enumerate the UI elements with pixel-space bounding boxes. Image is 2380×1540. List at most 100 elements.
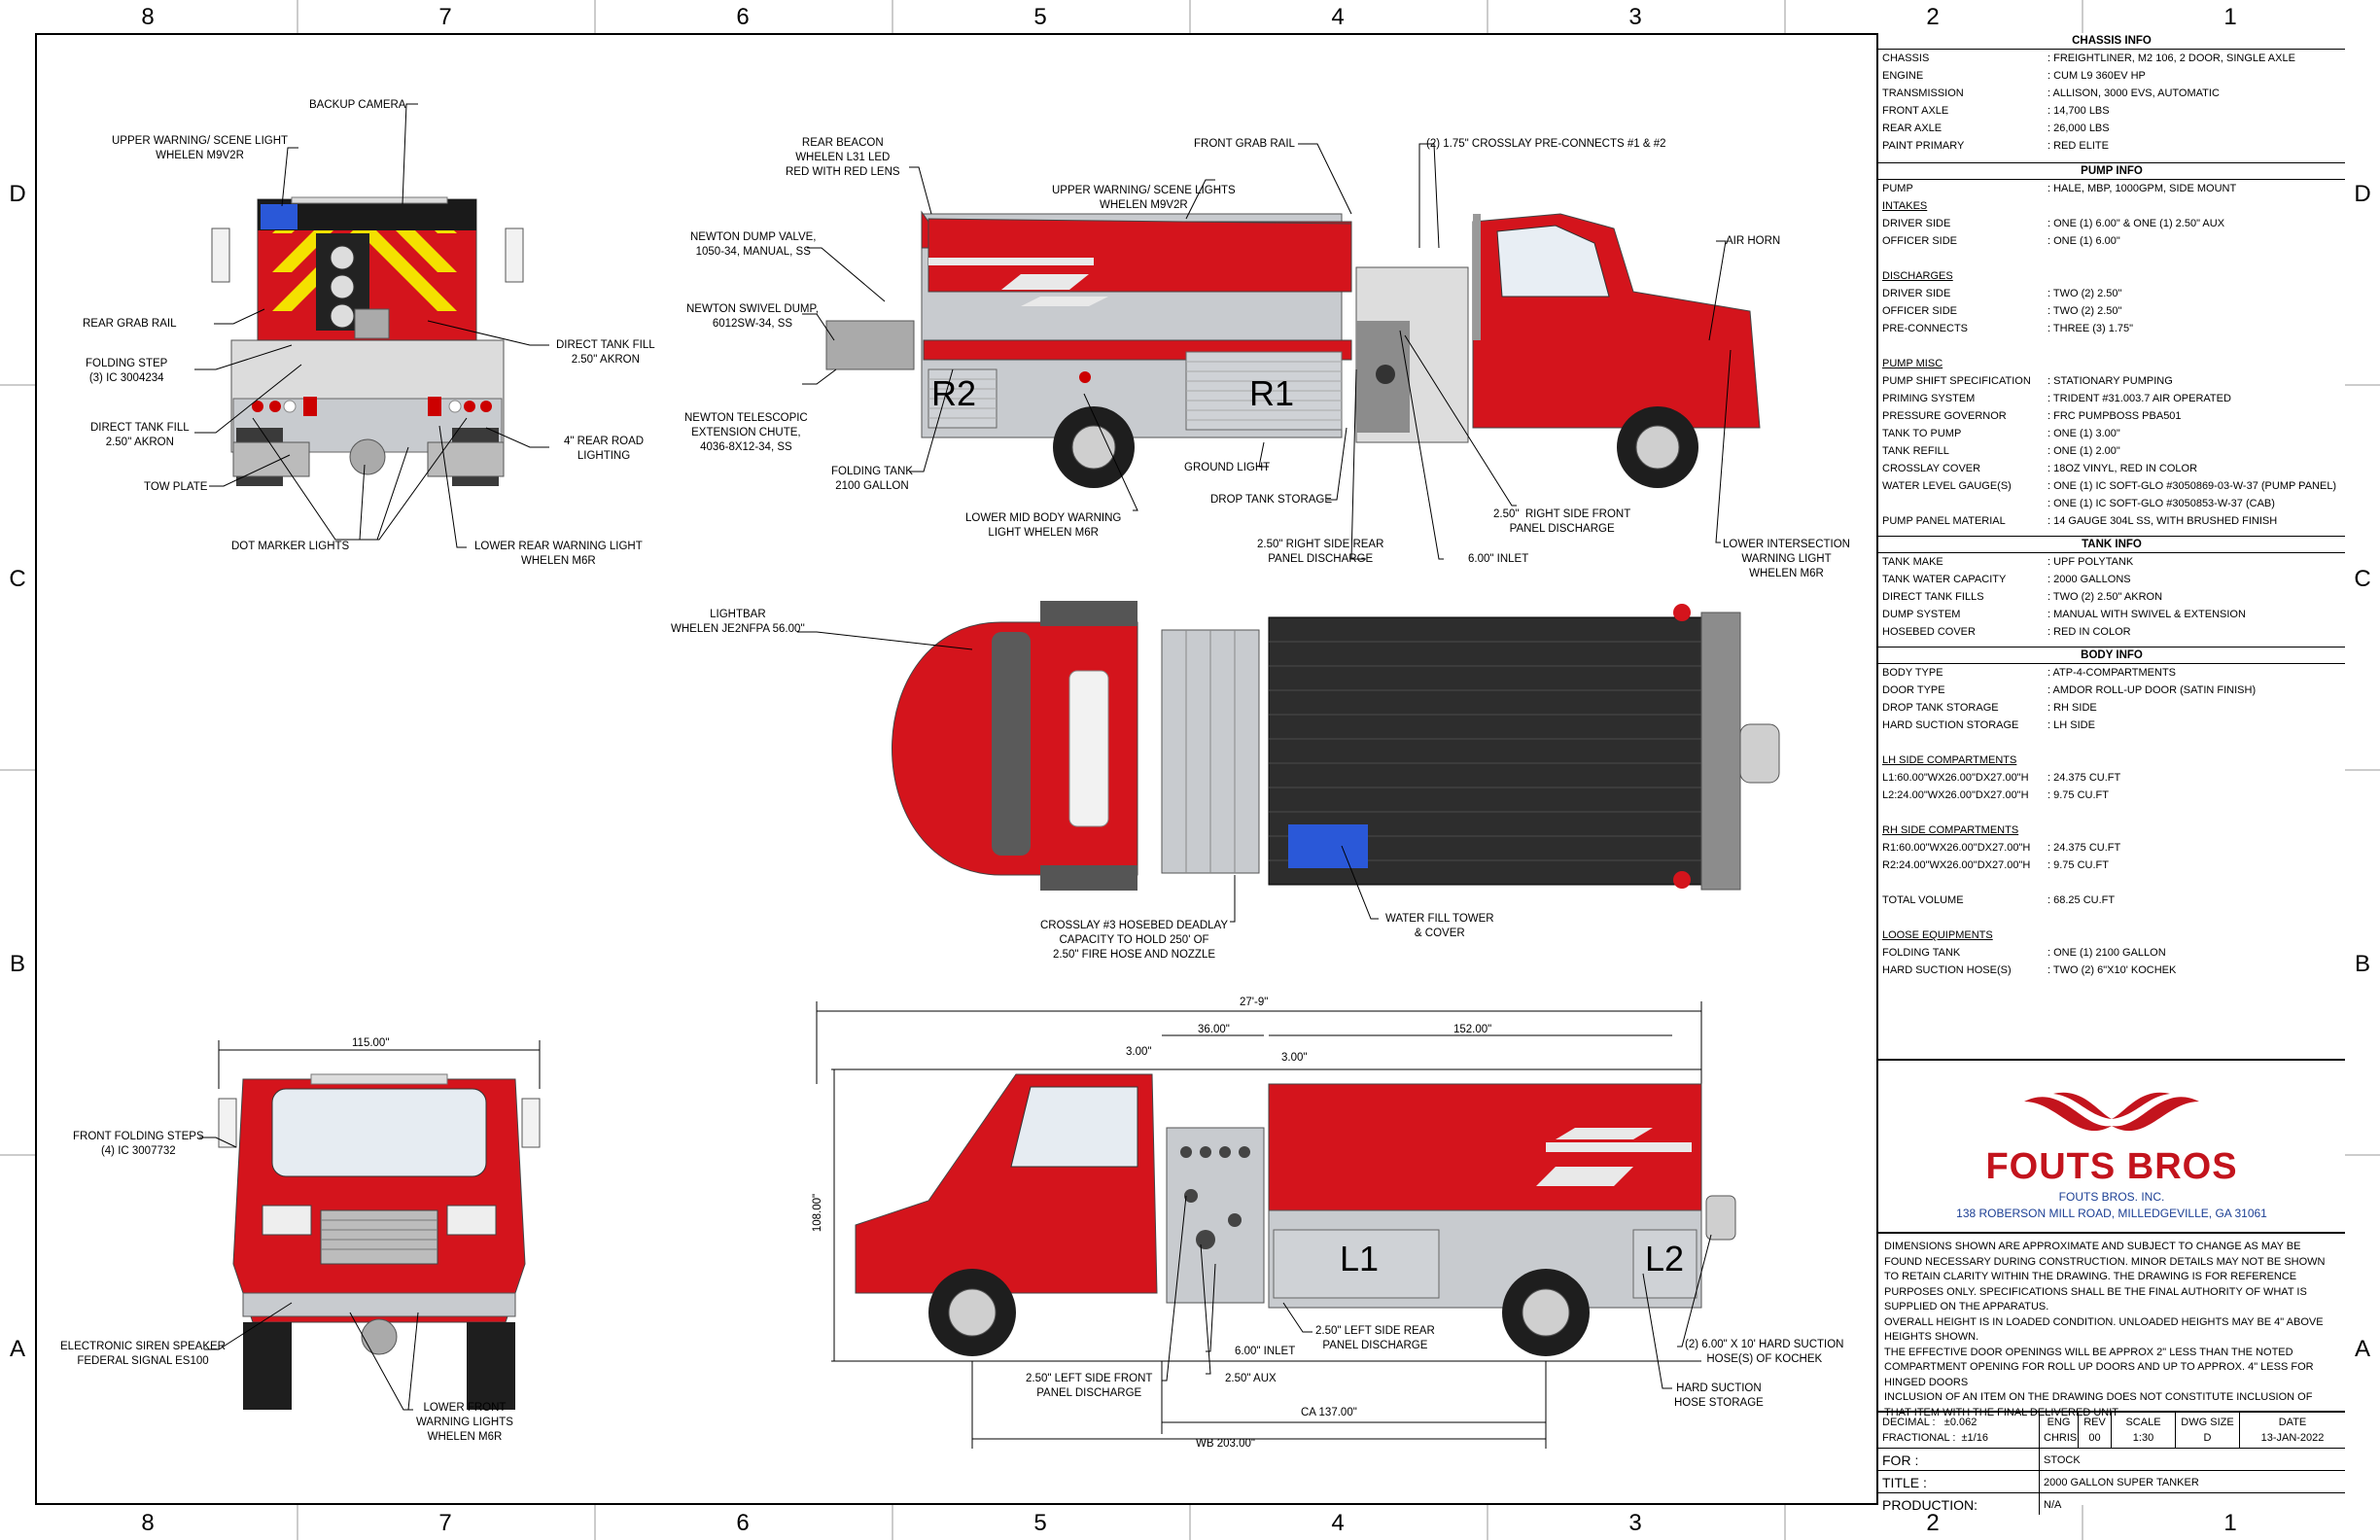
grid-row-left: C [9,566,26,592]
spec-key: DUMP SYSTEM [1882,609,1961,620]
tank-info-rows: TANK MAKE: UPF POLYTANK TANK WATER CAPACI… [1878,553,2345,641]
label-ground-light: GROUND LIGHT [1184,462,1271,473]
label-crosslay-3-hosebed: CROSSLAY #3 HOSEBED DEADLAY CAPACITY TO … [1040,920,1229,961]
spec-value: : HALE, MBP, 1000GPM, SIDE MOUNT [2048,183,2237,194]
spec-key: TOTAL VOLUME [1882,894,1964,906]
compartment-r1: R1 [1249,373,1295,413]
spec-key: FOLDING TANK [1882,947,1961,959]
spec-value: : FREIGHTLINER, M2 106, 2 DOOR, SINGLE A… [2048,52,2295,64]
spec-key: L1:60.00"WX26.00"DX27.00"H [1882,772,2029,784]
grid-col-top: 5 [1033,4,1047,30]
spec-key: HARD SUCTION STORAGE [1882,719,2019,731]
spec-row: TRANSMISSION: ALLISON, 3000 EVS, AUTOMAT… [1878,85,2345,102]
spec-row: HOSEBED COVER: RED IN COLOR [1878,623,2345,641]
spec-value: : ONE (1) 6.00" & ONE (1) 2.50" AUX [2048,218,2225,229]
spec-key: FRONT AXLE [1882,105,1949,117]
label-water-fill-tower: WATER FILL TOWER & COVER [1385,913,1494,939]
spec-key: R1:60.00"WX26.00"DX27.00"H [1882,842,2031,854]
spec-row: ENGINE: CUM L9 360EV HP [1878,67,2345,85]
spec-row: L1:60.00"WX26.00"DX27.00"H: 24.375 CU.FT [1878,769,2345,787]
date-value: 13-JAN-2022 [2260,1432,2325,1444]
spec-value: : ALLISON, 3000 EVS, AUTOMATIC [2048,88,2220,99]
spec-value: : THREE (3) 1.75" [2048,323,2134,334]
section-title-chassis: CHASSIS INFO [1878,33,2345,50]
grid-col-top: 1 [2223,4,2237,30]
dim-ca: CA 137.00" [1301,1407,1357,1418]
dwg-size-label: DWG SIZE [2181,1417,2234,1428]
title-value: 2000 GALLON SUPER TANKER [2044,1477,2199,1488]
spec-key: HOSEBED COVER [1882,626,1976,638]
title-block-production-row: PRODUCTION: N/A [1878,1493,2345,1515]
spec-key: TANK WATER CAPACITY [1882,574,2007,585]
left-side-view [816,1001,1736,1449]
spec-key: OFFICER SIDE [1882,305,1958,317]
fractional-value: ±1/16 [1961,1432,1988,1444]
decimal-label: DECIMAL : [1882,1417,1936,1428]
spec-row-total-volume: TOTAL VOLUME: 68.25 CU.FT [1878,892,2345,909]
label-rear-grab-rail: REAR GRAB RAIL [83,318,177,330]
grid-col-top: 8 [141,4,155,30]
spec-row: DIRECT TANK FILLS: TWO (2) 2.50" AKRON [1878,588,2345,606]
pump-misc-rows: PUMP SHIFT SPECIFICATION : STATIONARY PUM… [1878,372,2345,530]
label-upper-warning-scene-lights: UPPER WARNING/ SCENE LIGHTS WHELEN M9V2R [1052,185,1236,211]
spec-key: DROP TANK STORAGE [1882,702,1999,714]
label-tow-plate: TOW PLATE [144,481,208,493]
label-lightbar: LIGHTBAR WHELEN JE2NFPA 56.00'' [671,609,805,635]
top-view [797,601,1780,923]
spec-value: : 2000 GALLONS [2048,574,2131,585]
spec-key: PAINT PRIMARY [1882,140,1965,152]
label-front-grab-rail: FRONT GRAB RAIL [1194,138,1295,150]
spec-row: PAINT PRIMARY: RED ELITE [1878,137,2345,155]
grid-col-bottom: 7 [438,1510,452,1536]
subheading-intakes: INTAKES [1882,200,1928,212]
grid-row-right: B [2354,951,2370,977]
spec-row: DRIVER SIDE: TWO (2) 2.50" [1878,285,2345,302]
spec-value: : CUM L9 360EV HP [2048,70,2146,82]
label-lower-rear-warning: LOWER REAR WARNING LIGHT WHELEN M6R [474,541,643,567]
spec-row: WATER LEVEL GAUGE(S): ONE (1) IC SOFT-GL… [1878,477,2345,495]
label-newton-swivel-dump: NEWTON SWIVEL DUMP, 6012SW-34, SS [686,303,819,330]
label-aux: 2.50" AUX [1225,1373,1277,1384]
company-name: FOUTS BROS [1985,1146,2238,1187]
section-title-tank: TANK INFO [1878,536,2345,553]
spec-key: BODY TYPE [1882,667,1943,679]
spec-key: DRIVER SIDE [1882,288,1951,299]
spec-key: TANK TO PUMP [1882,428,1962,439]
label-air-horn: AIR HORN [1726,235,1781,247]
dim-front-width: 115.00" [352,1037,390,1049]
grid-row-right: C [2354,566,2371,592]
label-lower-mid-body-warning: LOWER MID BODY WARNING LIGHT WHELEN M6R [965,512,1122,539]
spec-row: DUMP SYSTEM: MANUAL WITH SWIVEL & EXTENS… [1878,606,2345,623]
spec-value: : TWO (2) 2.50" [2048,305,2122,317]
production-label: PRODUCTION: [1878,1493,2040,1515]
spec-row: FOLDING TANK: ONE (1) 2100 GALLON [1878,944,2345,962]
for-value: STOCK [2044,1454,2081,1466]
spec-row: R2:24.00"WX26.00"DX27.00"H: 9.75 CU.FT [1878,857,2345,874]
spec-value: : RH SIDE [2048,702,2097,714]
spec-value: : 24.375 CU.FT [2048,842,2121,854]
eng-cell: ENG CHRIS [2040,1413,2079,1448]
spec-row: REAR AXLE: 26,000 LBS [1878,120,2345,137]
spec-value: : TRIDENT #31.003.7 AIR OPERATED [2048,393,2231,404]
label-front-folding-steps: FRONT FOLDING STEPS (4) IC 3007732 [73,1131,204,1157]
spec-value: : 14 GAUGE 304L SS, WITH BRUSHED FINISH [2048,515,2278,527]
spec-key: PRESSURE GOVERNOR [1882,410,2007,422]
dim-wb: WB 203.00" [1196,1438,1255,1450]
spec-row: TANK MAKE: UPF POLYTANK [1878,553,2345,571]
eng-value: CHRIS [2044,1432,2078,1444]
spec-row: CROSSLAY COVER: 18OZ VINYL, RED IN COLOR [1878,460,2345,477]
spec-value: : ONE (1) IC SOFT-GLO #3050869-03-W-37 (… [2048,480,2337,492]
eng-label: ENG [2047,1417,2071,1428]
spec-value: : 26,000 LBS [2048,122,2110,134]
label-upper-warning-scene-light: UPPER WARNING/ SCENE LIGHT WHELEN M9V2R [112,135,289,161]
spec-key: PUMP SHIFT SPECIFICATION [1882,375,2031,387]
spec-row: PUMP SHIFT SPECIFICATION : STATIONARY PUM… [1878,372,2345,390]
spec-value: : STATIONARY PUMPING [2048,375,2173,387]
label-backup-camera: BACKUP CAMERA [309,99,406,111]
